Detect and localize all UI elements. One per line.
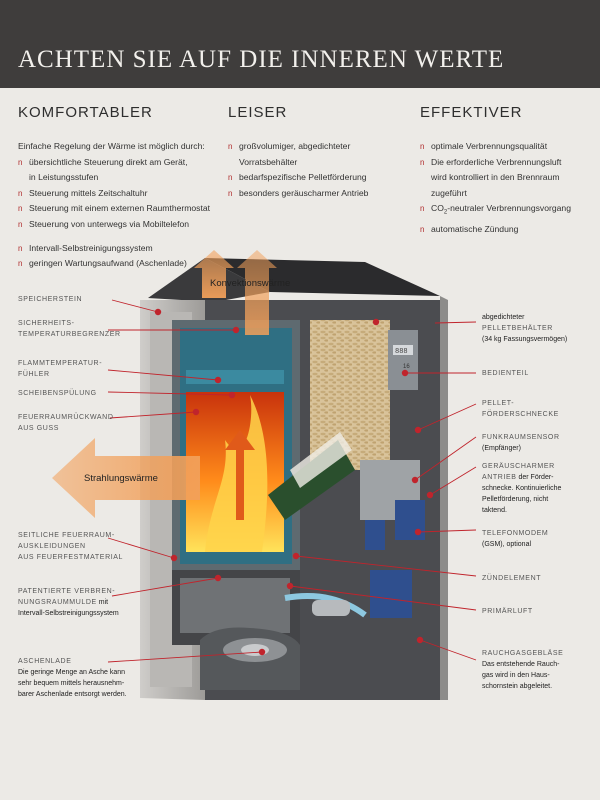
- list-item-cont: Vorratsbehälter: [239, 156, 298, 167]
- convection-label: Konvektionswärme: [210, 278, 291, 289]
- primary-air-duct: [284, 593, 367, 618]
- blower-motor-box: [370, 570, 412, 618]
- label-speicherstein: SPEICHERSTEIN: [18, 296, 83, 303]
- exhaust-pipe: [312, 600, 350, 616]
- label-funkraumsensor: FUNKRAUMSENSOR(Empfänger): [482, 434, 560, 452]
- list-komfortabler: Einfache Regelung der Wärme ist möglich …: [18, 139, 210, 272]
- label-antrieb: GERÄUSCHARMER ANTRIEB der Förder- schnec…: [482, 463, 562, 514]
- control-panel-housing: [388, 330, 418, 390]
- ash-pan-area: [180, 578, 290, 633]
- convection-arrow-right: [237, 250, 277, 335]
- label-verbrennungsraummulde: PATENTIERTE VERBREN- NUNGSRAUMMULDE mit …: [18, 588, 119, 617]
- baffle-plate: [186, 370, 284, 384]
- heading-leiser: LEISER: [228, 104, 288, 121]
- blower-fan: [241, 644, 269, 656]
- radiation-arrow: [52, 438, 200, 518]
- list-intro: Einfache Regelung der Wärme ist möglich …: [18, 141, 205, 151]
- marker-dots: [154, 308, 434, 656]
- list-item-cont: in Leistungsstufen: [29, 172, 99, 183]
- label-sicherheitstemperaturbegrenzer: SICHERHEITS-TEMPERATURBEGRENZER: [18, 320, 121, 338]
- stove-right-edge: [440, 296, 448, 700]
- label-rauchgasgeblaese: RAUCHGASGEBLÄSE Das entstehende Rauch- g…: [482, 650, 564, 690]
- leader-lines: [107, 299, 477, 663]
- list-item-cont: zugeführt: [431, 187, 467, 198]
- label-pelletbehaelter: abgedichteter PELLETBEHÄLTER (34 kg Fass…: [482, 314, 568, 343]
- modem-box: [395, 500, 425, 540]
- page-title: ACHTEN SIE AUF DIE INNEREN WERTE: [18, 46, 505, 73]
- label-scheibenspuelung: SCHEIBENSPÜLUNG: [18, 390, 97, 397]
- label-flammtemperaturfuehler: FLAMMTEMPERATUR-FÜHLER: [18, 360, 103, 378]
- label-bedienteil: BEDIENTEIL: [482, 370, 529, 377]
- radiation-label: Strahlungswärme: [84, 473, 158, 484]
- feed-screw-pellets: [290, 432, 352, 488]
- list-item-cont: wird kontrolliert in den Brennraum: [431, 172, 560, 183]
- heading-komfortabler: KOMFORTABLER: [18, 104, 153, 121]
- display-value: 16: [403, 364, 410, 370]
- sensor-box: [365, 520, 385, 550]
- label-foerderschnecke: PELLET-FÖRDERSCHNECKE: [482, 400, 559, 418]
- control-display: [393, 345, 413, 355]
- fire-up-arrow: [225, 430, 255, 520]
- title-banner: ACHTEN SIE AUF DIE INNEREN WERTE: [0, 0, 600, 88]
- label-zuendelement: ZÜNDELEMENT: [482, 575, 542, 582]
- label-telefonmodem: TELEFONMODEM(GSM), optional: [482, 530, 549, 548]
- label-aschenlade: ASCHENLADE Die geringe Menge an Asche ka…: [18, 658, 127, 698]
- heading-effektiver: EFFEKTIVER: [420, 104, 523, 121]
- label-primaerluft: PRIMÄRLUFT: [482, 608, 533, 615]
- display-readout: 888: [395, 348, 408, 356]
- convection-arrow-left: [194, 250, 234, 298]
